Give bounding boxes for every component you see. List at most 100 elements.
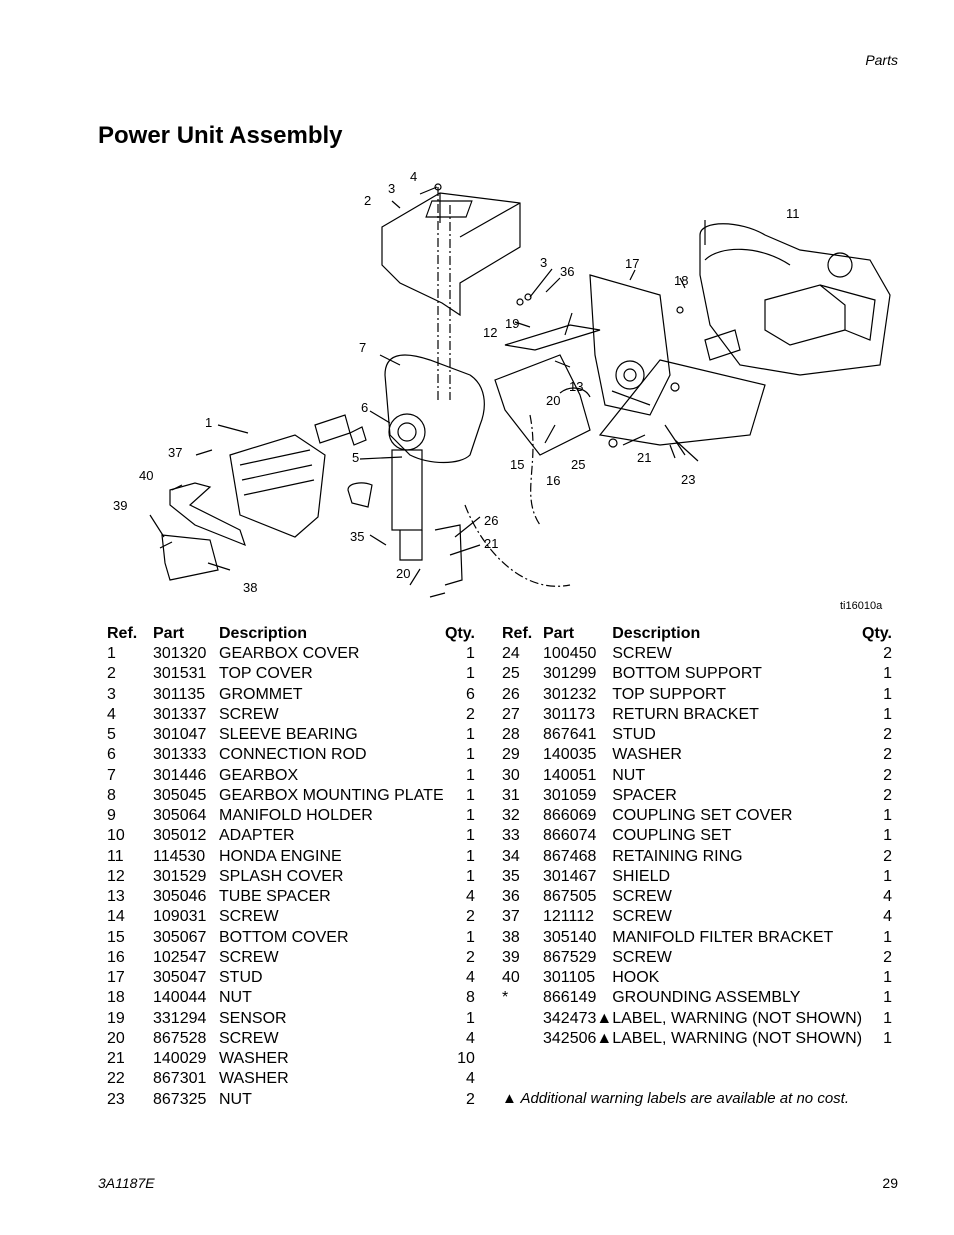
description-cell: NUT	[219, 989, 252, 1007]
ref-cell: 23	[107, 1090, 125, 1108]
qty-cell: 8	[466, 989, 475, 1007]
callout-label: 2	[364, 193, 371, 208]
description-cell: RETAINING RING	[612, 847, 743, 865]
ref-cell: 7	[107, 766, 116, 784]
qty-cell: 2	[466, 705, 475, 723]
qty-cell: 2	[883, 948, 892, 966]
qty-cell: 1	[883, 969, 892, 987]
part-number-cell: 866074	[543, 827, 597, 845]
part-number-cell: 301333	[153, 746, 207, 764]
description-cell: HONDA ENGINE	[219, 847, 342, 865]
description-cell: NUT	[612, 766, 646, 784]
qty-cell: 1	[466, 645, 475, 663]
table-row: 342506▲LABEL, WARNING (NOT SHOWN)1	[502, 1029, 892, 1049]
col-description: Description	[612, 625, 701, 642]
part-number-cell: 114530	[153, 847, 206, 865]
col-part: Part	[153, 625, 185, 642]
callout-label: 18	[674, 273, 688, 288]
part-number-cell: 301173	[543, 705, 596, 723]
callout-label: 38	[243, 580, 257, 595]
callout-label: 21	[484, 536, 498, 551]
ref-cell: 31	[502, 786, 520, 804]
description-cell: GROUNDING ASSEMBLY	[612, 989, 801, 1007]
description-cell: STUD	[219, 969, 263, 987]
ref-cell: 15	[107, 928, 125, 946]
callout-label: 20	[396, 566, 410, 581]
description-cell: RETURN BRACKET	[612, 705, 759, 723]
ref-cell: 2	[107, 665, 116, 683]
ref-cell: 3	[107, 685, 116, 703]
description-cell: WASHER	[219, 1070, 289, 1088]
qty-cell: 1	[466, 726, 475, 744]
ref-cell: 8	[107, 786, 116, 804]
part-number-cell: 121112	[543, 908, 595, 926]
description-cell: TUBE SPACER	[219, 888, 331, 906]
part-number-cell: 305047	[153, 969, 207, 987]
section-header: Parts	[865, 52, 898, 68]
part-number-cell: 301529	[153, 867, 207, 885]
description-cell: LABEL, WARNING (NOT SHOWN)	[612, 1009, 863, 1027]
ref-cell: 17	[107, 969, 125, 987]
ref-cell: 4	[107, 705, 116, 723]
qty-cell: 4	[883, 908, 892, 926]
callout-label: 7	[359, 340, 366, 355]
qty-cell: 2	[466, 908, 475, 926]
callout-label: 35	[350, 529, 364, 544]
qty-cell: 1	[883, 807, 892, 825]
qty-cell: 1	[466, 746, 475, 764]
qty-cell: 2	[883, 746, 892, 764]
callout-label: 1	[205, 415, 212, 430]
part-number-cell: 301105	[543, 969, 596, 987]
callout-label: 6	[361, 400, 368, 415]
part-number-cell: 867528	[153, 1029, 207, 1047]
ref-cell: 39	[502, 948, 520, 966]
ref-cell: 5	[107, 726, 116, 744]
warning-label-footnote: ▲ Additional warning labels are availabl…	[502, 1090, 849, 1107]
callout-label: 21	[637, 450, 651, 465]
col-ref: Ref.	[107, 625, 138, 642]
part-number-cell: 301299	[543, 665, 597, 683]
exploded-view-diagram: 4 3 2 11 3 36 17 18 19 12 7 13 20 6 1 5 …	[113, 169, 891, 612]
qty-cell: 1	[883, 1029, 892, 1047]
part-number-cell: 301047	[153, 726, 207, 744]
qty-cell: 10	[457, 1050, 475, 1068]
description-cell: NUT	[219, 1090, 252, 1108]
description-cell: SHIELD	[612, 867, 671, 885]
part-number-cell: 301531	[153, 665, 207, 683]
qty-cell: 1	[466, 766, 475, 784]
table-header-row: Ref. Part Description Qty.	[502, 624, 892, 644]
callout-label: 5	[352, 450, 359, 465]
description-cell: COUPLING SET COVER	[612, 807, 793, 825]
ref-cell: 36	[502, 888, 520, 906]
description-cell: SCREW	[219, 1029, 279, 1047]
part-number-cell: 301446	[153, 766, 207, 784]
ref-cell: 19	[107, 1009, 125, 1027]
part-number-cell: 867301	[153, 1070, 207, 1088]
part-number-cell: 867505	[543, 888, 597, 906]
description-cell: SENSOR	[219, 1009, 287, 1027]
description-cell: GEARBOX COVER	[219, 645, 360, 663]
description-cell: GEARBOX	[219, 766, 299, 784]
qty-cell: 2	[466, 1090, 475, 1108]
description-cell: SPLASH COVER	[219, 867, 344, 885]
part-number-cell: 140044	[153, 989, 207, 1007]
qty-cell: 2	[883, 726, 892, 744]
qty-cell: 1	[466, 867, 475, 885]
description-cell: TOP COVER	[219, 665, 313, 683]
ref-cell	[502, 1029, 543, 1049]
qty-cell: 1	[883, 665, 892, 683]
part-number-cell: 305045	[153, 786, 207, 804]
